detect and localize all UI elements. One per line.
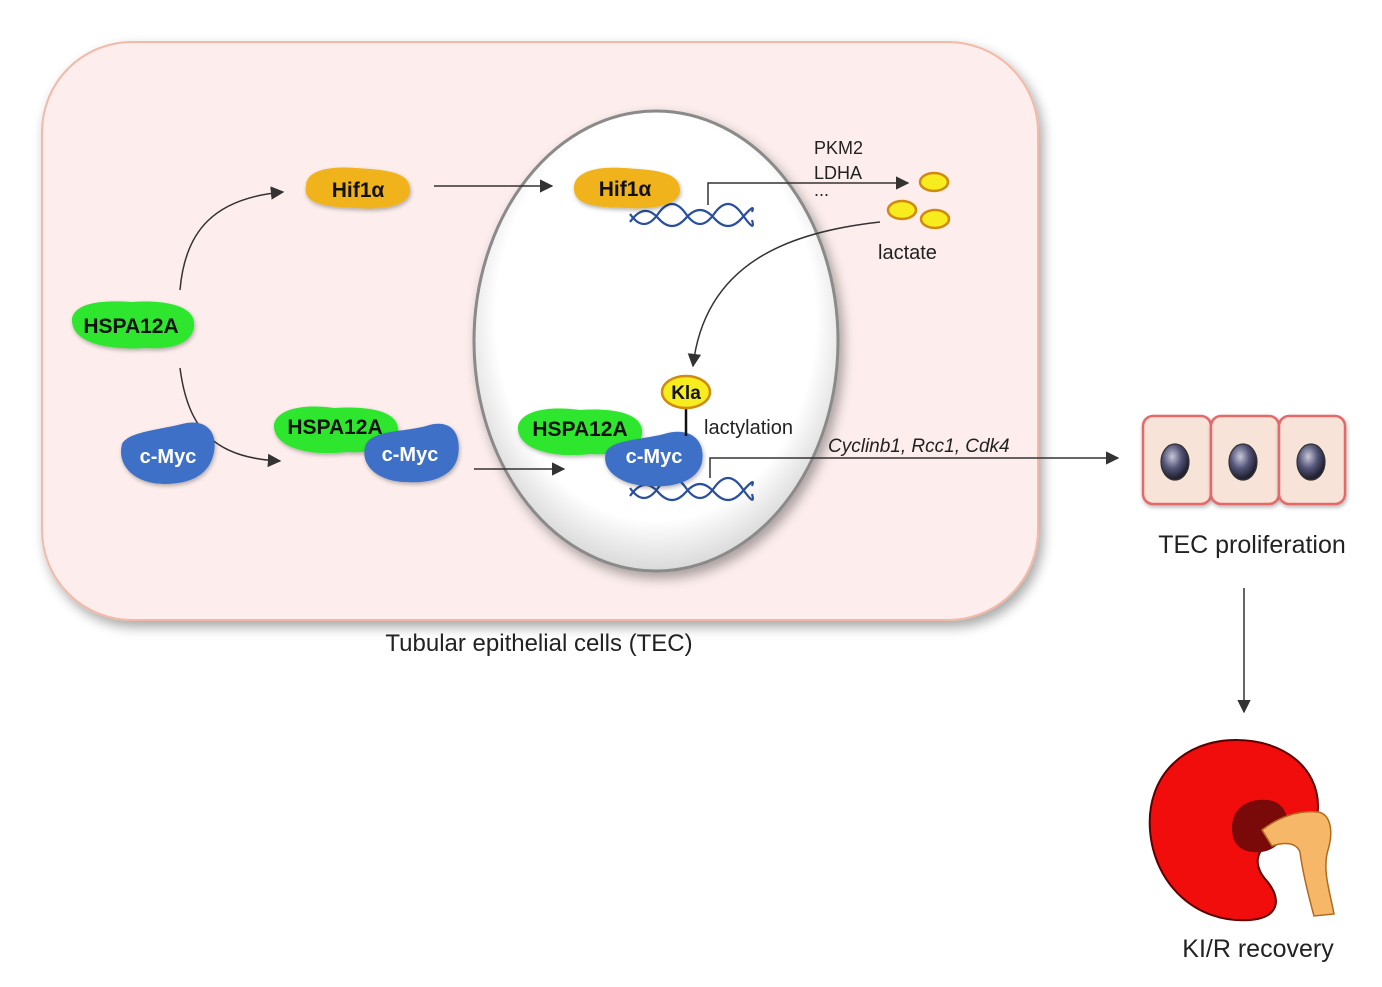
cmyc-nucleus-label: c-Myc: [626, 446, 683, 468]
hif1a-nucleus-shape: [573, 167, 680, 209]
cell-caption: Tubular epithelial cells (TEC): [385, 630, 692, 657]
cmyc-free-label: c-Myc: [140, 446, 197, 468]
tec-proliferation-label: TEC proliferation: [1158, 531, 1346, 559]
hif1a-cytoplasm-shape: [305, 167, 410, 209]
kir-recovery-label: KI/R recovery: [1182, 935, 1334, 963]
ldha-label: LDHA: [814, 163, 862, 183]
hspa12a-main-shape: [71, 301, 195, 349]
hif1a-cytoplasm-label: Hif1α: [332, 179, 385, 202]
arrow-lactate-to-kla: [687, 221, 881, 368]
lactate-molecules: [886, 171, 951, 230]
hif1a-nucleus-label: Hif1α: [599, 178, 652, 201]
tec-cell-cluster: [1141, 414, 1347, 506]
arrow-cmyc-transcription: [709, 451, 1120, 478]
hspa12a-complex-label: HSPA12A: [287, 416, 382, 439]
target-genes-label: Cyclinb1, Rcc1, Cdk4: [828, 436, 1010, 457]
cmyc-nucleus-shape: [605, 431, 703, 487]
cmyc-complex-label: c-Myc: [382, 444, 439, 466]
hspa12a-main-label: HSPA12A: [83, 315, 178, 338]
ellipsis-label: ...: [814, 180, 829, 200]
lactylation-label: lactylation: [704, 417, 793, 439]
kidney-icon: [1148, 738, 1335, 922]
dna-cmyc: [629, 476, 754, 502]
kla-marker: [660, 374, 712, 410]
dna-hif1a: [629, 202, 754, 228]
arrow-hif1a-transcription: [707, 176, 910, 205]
hspa12a-nucleus-shape: [517, 408, 643, 456]
kla-label: Kla: [671, 383, 701, 404]
tec-cell-2: [1209, 414, 1281, 506]
cmyc-free-shape: [121, 422, 215, 484]
tec-cell-1: [1141, 414, 1213, 506]
cmyc-complex-shape: [364, 423, 459, 483]
pkm2-label: PKM2: [814, 138, 863, 158]
arrow-hspa12a-to-hif1a: [179, 186, 285, 291]
nucleus: [472, 109, 840, 573]
hspa12a-nucleus-label: HSPA12A: [532, 418, 627, 441]
lactate-label: lactate: [878, 242, 937, 264]
tec-cell-3: [1277, 414, 1347, 506]
hspa12a-complex-shape: [273, 406, 399, 454]
